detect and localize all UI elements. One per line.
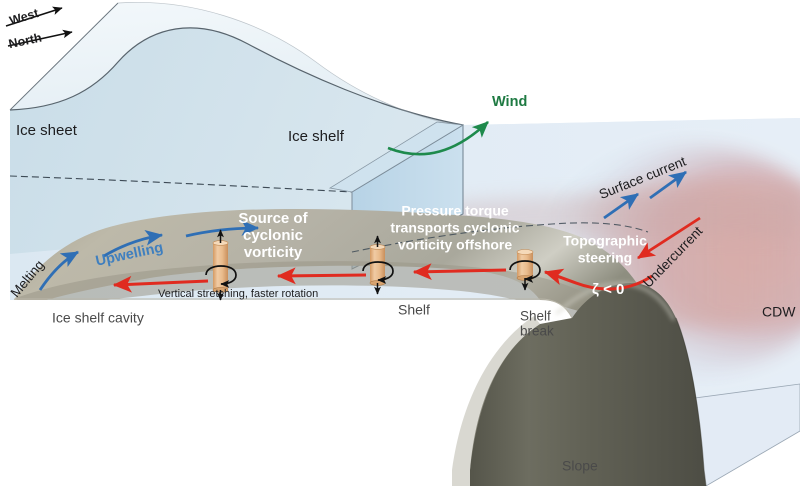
label-shelf-break: Shelf break: [520, 309, 554, 339]
callout-line-3: vorticity offshore: [398, 237, 513, 253]
label-shelf-break-line1: Shelf: [520, 309, 551, 324]
wind-arrow-group: [387, 121, 489, 156]
vorticity-column-left: [205, 229, 237, 301]
callout-topographic-steering: Topographic steering: [563, 233, 647, 266]
callout-line-2: transports cyclonic: [390, 220, 519, 236]
label-cdw: CDW: [762, 304, 796, 320]
spin-arrow: [509, 260, 541, 283]
spin-arrow: [362, 261, 394, 284]
callout-source-of-cyclonic-vorticity: Source of cyclonic vorticity: [238, 210, 308, 261]
offshore-transport-arrows: [112, 216, 701, 293]
callout-line-1: Topographic: [563, 233, 647, 249]
compass-north-label: North: [7, 31, 43, 52]
callout-line-2: steering: [578, 250, 632, 266]
ice-sheet-group: [9, 2, 465, 270]
compass-west-arrow: [5, 6, 63, 27]
red-arrow-2: [276, 267, 367, 285]
label-shelf-break-line2: break: [520, 324, 554, 339]
wind-arrow: [387, 121, 489, 156]
surface-current-arrows: [603, 170, 687, 220]
label-slope: Slope: [562, 458, 598, 474]
upwelling-arrow-2: [103, 229, 164, 258]
surface-current-arrow-1: [603, 192, 639, 220]
red-arrow-3: [412, 263, 507, 281]
label-zeta: ζ < 0: [592, 281, 624, 298]
ice-front-face: [10, 27, 463, 255]
compass-north-arrow: [7, 29, 73, 47]
callout-pressure-torque: Pressure torque transports cyclonic vort…: [390, 203, 519, 253]
ice-surface-outline: [9, 27, 464, 126]
spin-arrow: [205, 265, 237, 288]
vorticity-column-right: [509, 249, 541, 291]
callout-line-1: Pressure torque: [401, 203, 509, 219]
vorticity-column-mid: [362, 235, 394, 295]
red-arrow-undercurrent: [637, 216, 701, 260]
shelf-break-highlight: [554, 282, 676, 321]
callout-line-1: Source of: [238, 210, 308, 227]
shelf-top-surface: [14, 208, 666, 336]
label-vertical-stretching: Vertical stretching, faster rotation: [158, 288, 318, 300]
upwelling-arrow-1: [38, 250, 79, 291]
surface-current-arrow-2: [649, 170, 687, 200]
label-ice-shelf: Ice shelf: [288, 128, 345, 145]
red-arrow-topographic: [543, 268, 653, 291]
shelf-underside-contour: [14, 298, 573, 319]
ice-shelf-cavity-cutout: [0, 300, 572, 486]
callout-line-2: cyclonic: [243, 227, 303, 244]
shelf-lower-band: [16, 261, 620, 330]
ice-shelf-underside: [328, 121, 465, 193]
label-ice-shelf-cavity: Ice shelf cavity: [52, 310, 144, 326]
compass-west-label: West: [8, 6, 41, 28]
slope-left-flank: [452, 316, 540, 486]
seafloor-group: [0, 208, 707, 486]
ice-top-ridge-edge: [117, 2, 464, 126]
shelf-contour-dashed: [351, 222, 649, 253]
label-shelf: Shelf: [398, 302, 430, 318]
ice-top-back-edge: [9, 2, 119, 111]
callout-line-3: vorticity: [244, 244, 303, 261]
compass-rose: West North: [5, 6, 73, 52]
continental-slope-face: [470, 282, 706, 486]
label-ice-sheet: Ice sheet: [16, 122, 78, 139]
slope-right-edge: [675, 317, 707, 486]
label-wind: Wind: [492, 94, 527, 110]
red-arrow-1: [112, 275, 209, 293]
